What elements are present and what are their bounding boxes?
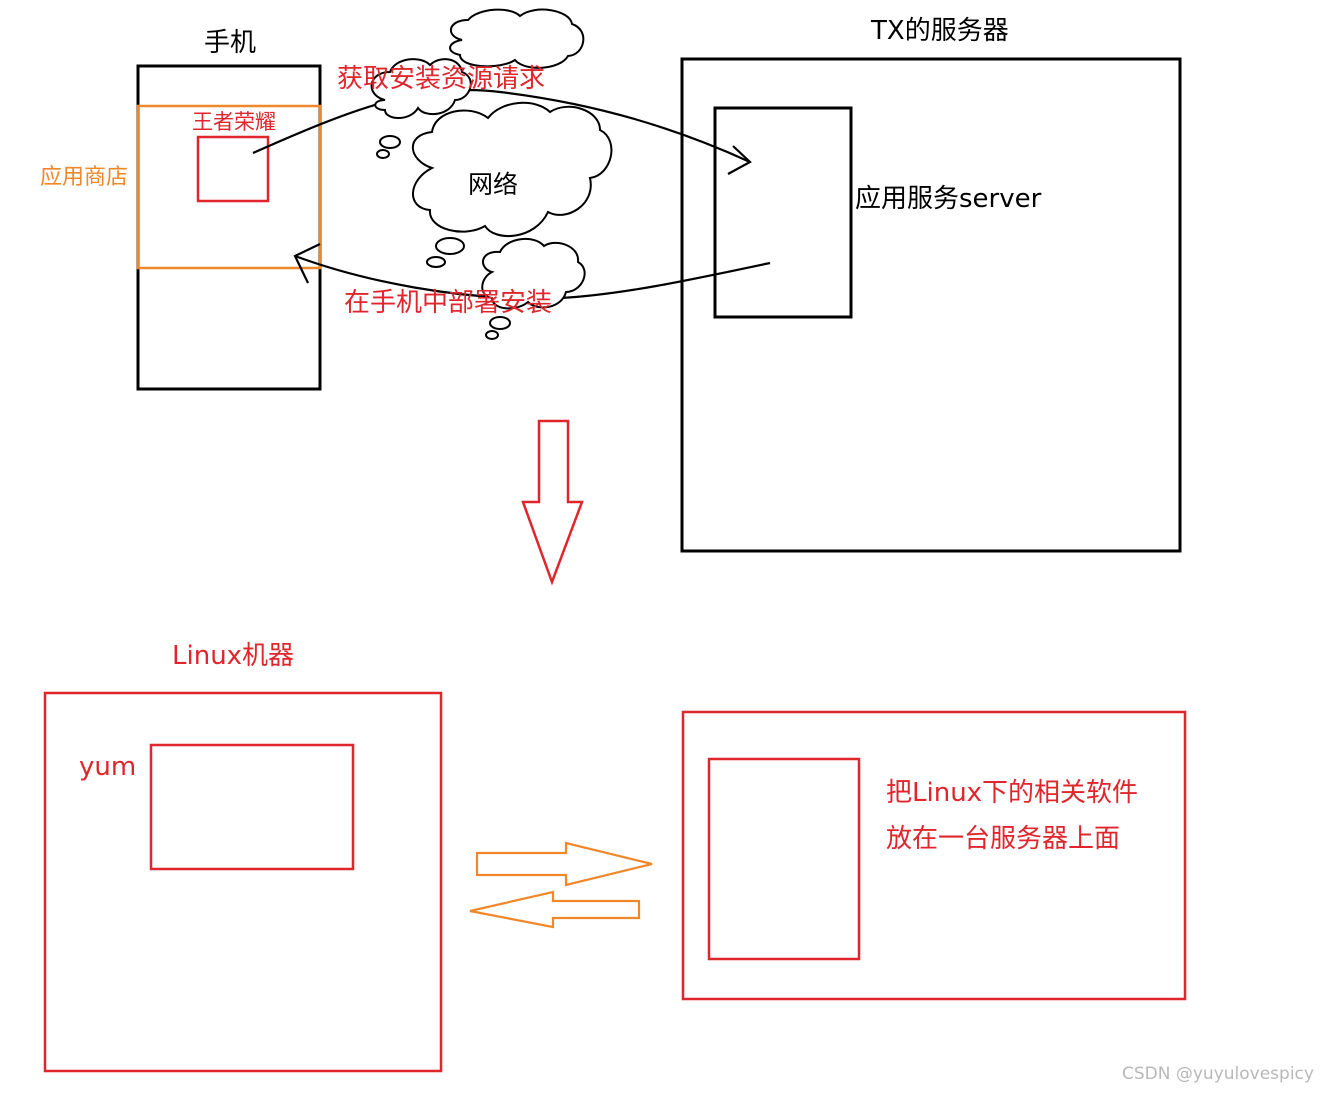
cloud-left [370,58,472,159]
deploy-arrow-head [293,243,321,284]
down-arrow [521,419,584,586]
linux-machine-box [43,691,443,1073]
game-box [196,135,270,203]
repo-text-line1: 把Linux下的相关软件 [886,778,1139,808]
server-title: TX的服务器 [871,16,1009,46]
cloud-top [449,8,585,69]
app-store-label: 应用商店 [40,165,129,190]
right-arrow [475,841,653,887]
cloud-network [411,101,613,268]
game-label: 王者荣耀 [192,110,276,134]
yum-box [149,743,355,871]
request-arrow [252,88,751,164]
tx-server-box [680,57,1182,553]
network-label: 网络 [468,170,519,199]
app-server-box [713,106,853,319]
phone-label: 手机 [204,28,257,58]
deploy-label: 在手机中部署安装 [344,288,553,318]
repo-text-line2: 放在一台服务器上面 [886,824,1121,854]
repo-inner-box [707,757,861,961]
app-store-box [136,104,322,270]
app-server-label: 应用服务server [855,184,1042,214]
linux-machine-label: Linux机器 [172,641,295,671]
cloud-bottom [481,237,586,340]
left-arrow [469,890,641,929]
request-arrow-head [727,145,752,175]
repo-server-box [681,710,1187,1001]
yum-label: yum [79,752,137,782]
request-label: 获取安装资源请求 [337,64,546,94]
watermark: CSDN @yuyulovespicy [1122,1064,1314,1084]
